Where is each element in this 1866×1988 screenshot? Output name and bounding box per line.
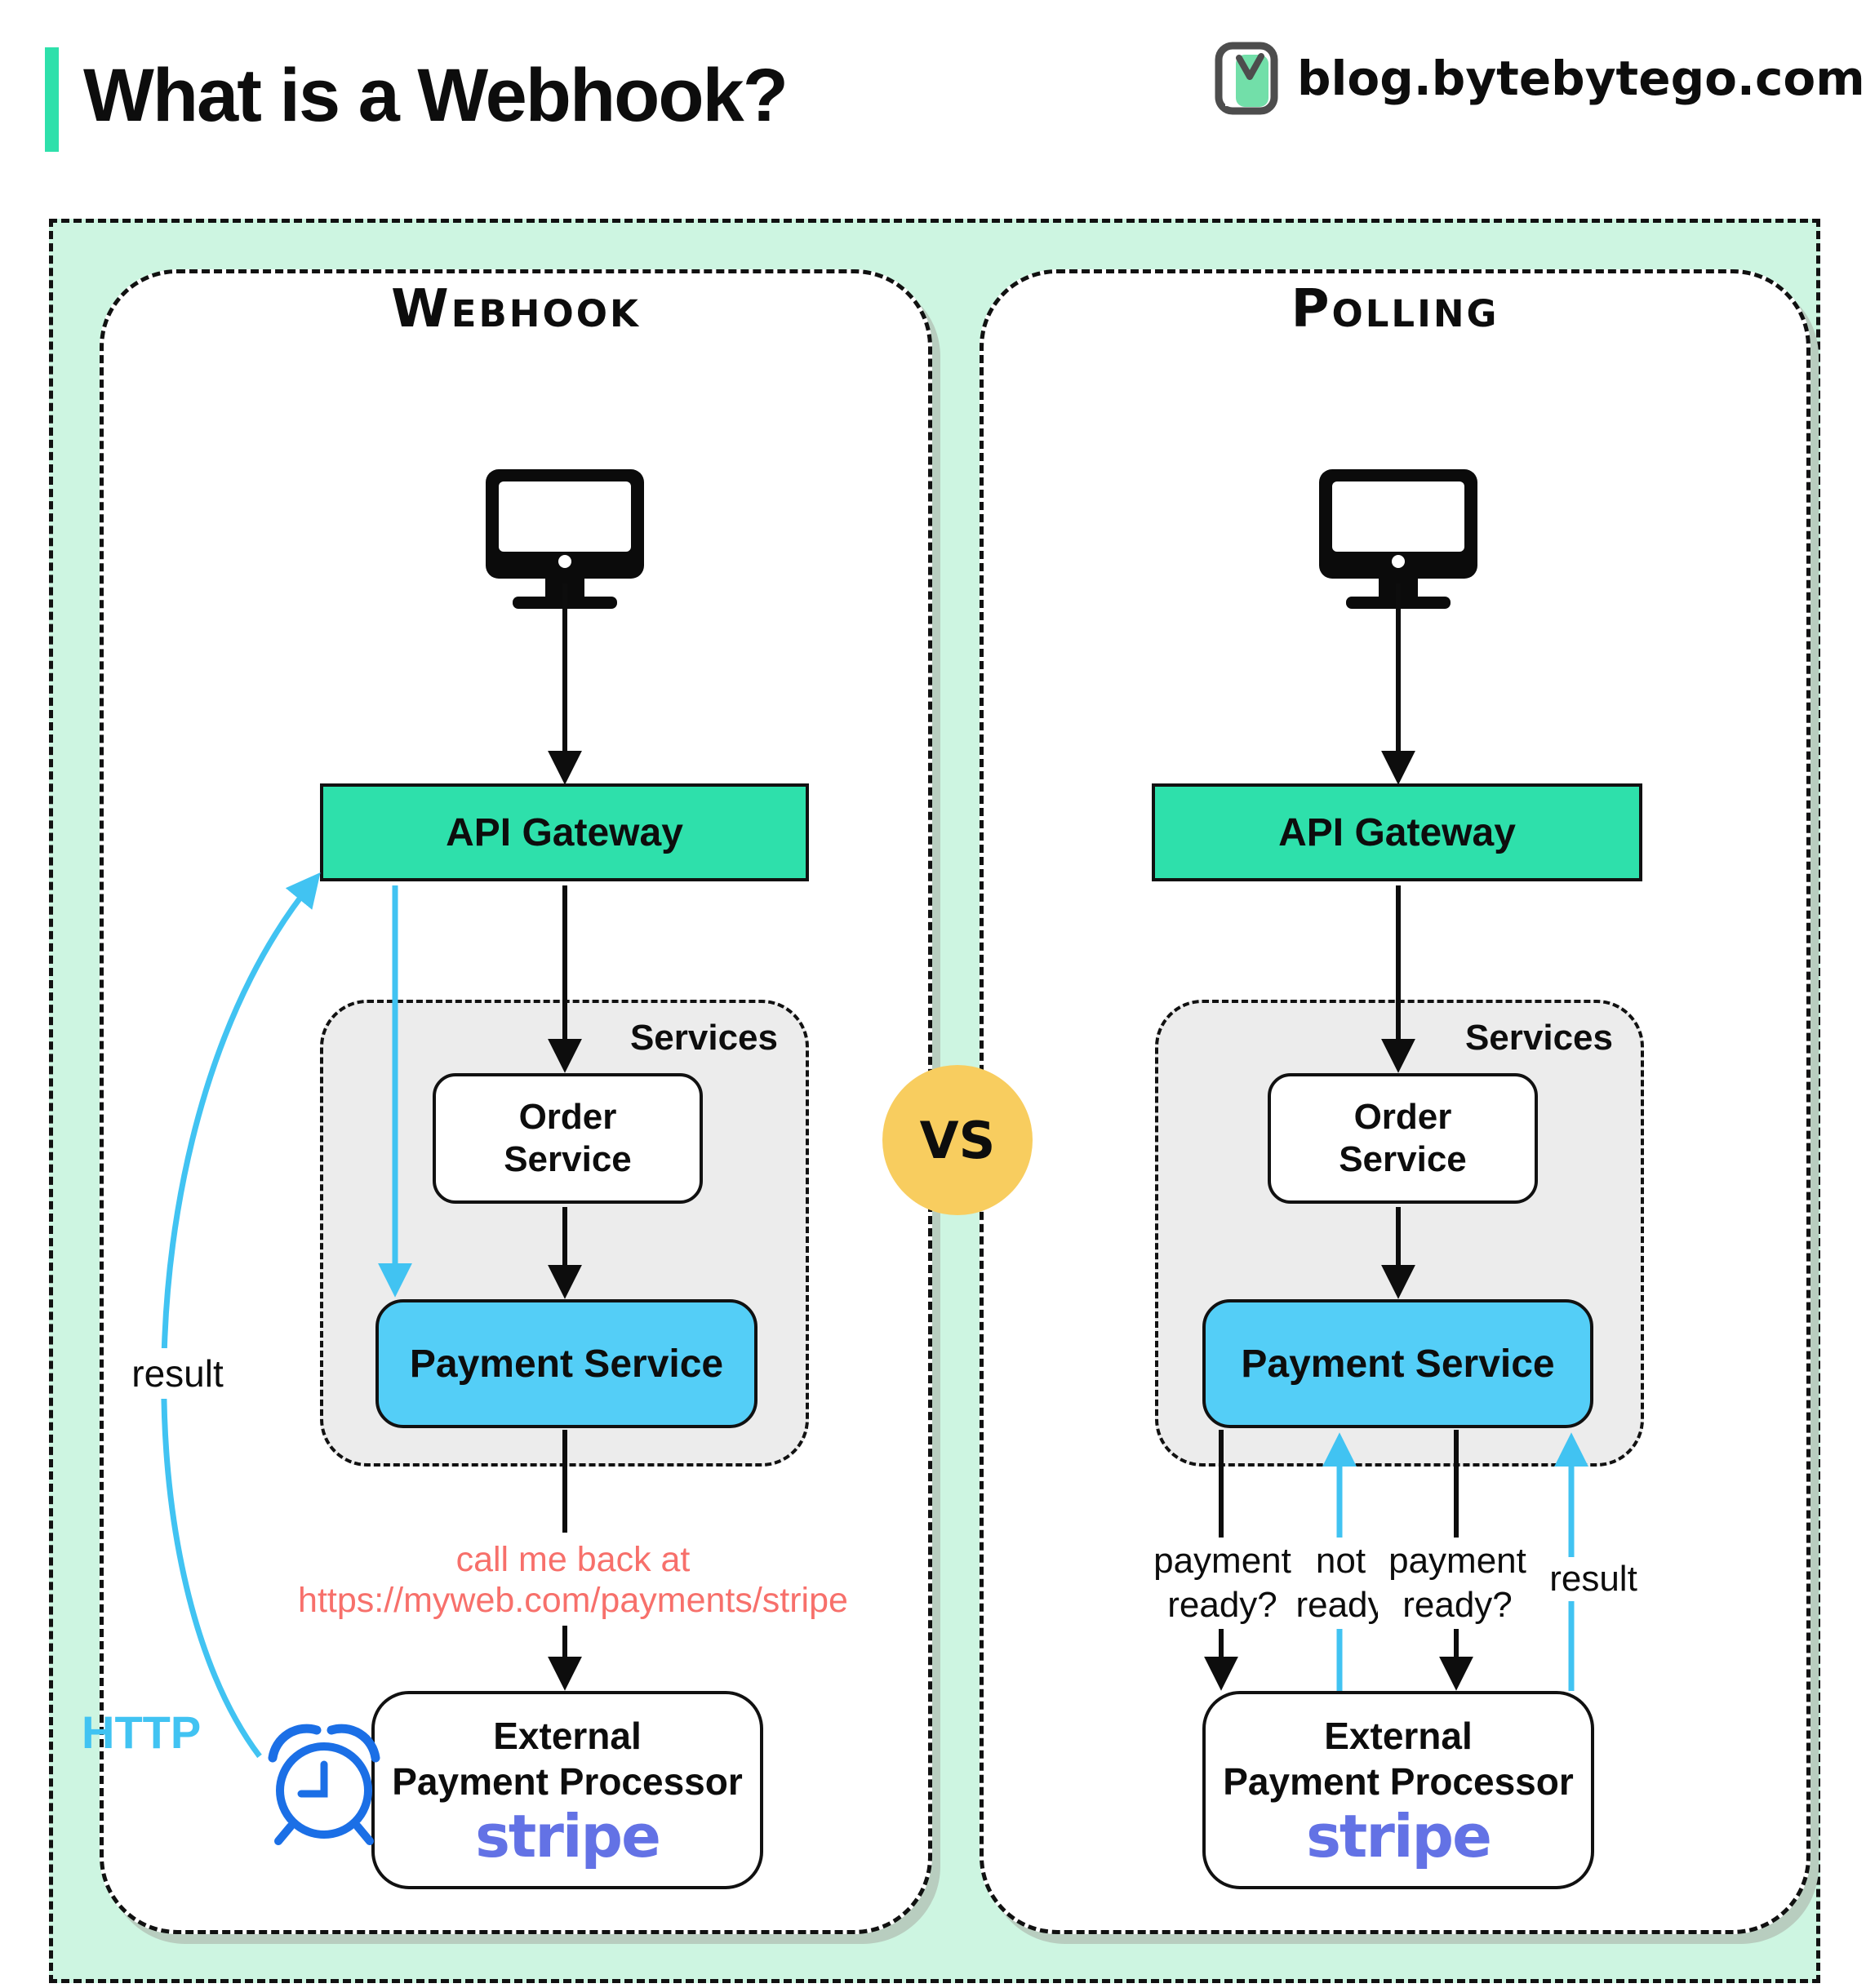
webhook-external-processor-box: External Payment Processor stripe bbox=[371, 1691, 763, 1889]
polling-payment-label: Payment Service bbox=[1241, 1342, 1555, 1386]
polling-query1-label: payment ready? bbox=[1143, 1538, 1302, 1629]
webhook-api-gateway-box: API Gateway bbox=[320, 783, 809, 881]
polling-external-line2: Payment Processor bbox=[1223, 1759, 1574, 1803]
query1-line2: ready? bbox=[1167, 1585, 1277, 1625]
webhook-order-line1: Order bbox=[518, 1097, 617, 1137]
polling-external-processor-box: External Payment Processor stripe bbox=[1202, 1691, 1594, 1889]
webhook-external-line1: External bbox=[493, 1714, 642, 1757]
stripe-logo-text: stripe bbox=[475, 1801, 661, 1870]
vs-badge: VS bbox=[882, 1065, 1033, 1215]
webhook-order-line2: Service bbox=[504, 1139, 632, 1179]
webhook-result-label: result bbox=[121, 1348, 234, 1399]
polling-order-line1: Order bbox=[1353, 1097, 1452, 1137]
query2-line1: payment bbox=[1388, 1541, 1526, 1581]
webhook-order-service-box: Order Service bbox=[433, 1073, 703, 1204]
callback-line1: call me back at bbox=[455, 1540, 691, 1579]
polling-not-ready-label: not ready bbox=[1294, 1538, 1388, 1629]
page-title: What is a Webhook? bbox=[83, 54, 789, 137]
site-url: blog.bytebytego.com bbox=[1297, 51, 1865, 106]
webhook-api-gateway-label: API Gateway bbox=[446, 810, 683, 854]
polling-order-service-box: Order Service bbox=[1268, 1073, 1538, 1204]
polling-panel-title: Polling bbox=[1291, 279, 1499, 339]
webhook-callback-note: call me back at https://myweb.com/paymen… bbox=[281, 1539, 865, 1621]
polling-external-line1: External bbox=[1324, 1714, 1473, 1757]
not-ready-line2: ready bbox=[1295, 1585, 1386, 1625]
title-accent-bar bbox=[45, 47, 59, 152]
polling-services-label: Services bbox=[1464, 1018, 1613, 1058]
query2-line2: ready? bbox=[1402, 1585, 1513, 1625]
polling-order-line2: Service bbox=[1339, 1139, 1467, 1179]
query1-line1: payment bbox=[1153, 1541, 1291, 1581]
polling-payment-service-box: Payment Service bbox=[1202, 1299, 1593, 1428]
not-ready-line1: not bbox=[1315, 1541, 1366, 1581]
webhook-payment-service-box: Payment Service bbox=[375, 1299, 758, 1428]
bytebytego-logo-icon bbox=[1215, 42, 1278, 115]
site-branding: blog.bytebytego.com bbox=[1214, 41, 1865, 116]
polling-query2-label: payment ready? bbox=[1378, 1538, 1537, 1629]
webhook-services-label: Services bbox=[629, 1018, 778, 1058]
webhook-payment-label: Payment Service bbox=[409, 1342, 724, 1386]
polling-result-label: result bbox=[1528, 1557, 1659, 1601]
webhook-http-label: HTTP bbox=[82, 1706, 202, 1758]
webhook-panel-title: Webhook bbox=[391, 279, 641, 339]
webhook-external-line2: Payment Processor bbox=[392, 1759, 743, 1803]
polling-api-gateway-label: API Gateway bbox=[1278, 810, 1516, 854]
stripe-logo-text: stripe bbox=[1306, 1801, 1492, 1870]
callback-url: https://myweb.com/payments/stripe bbox=[298, 1581, 848, 1620]
polling-api-gateway-box: API Gateway bbox=[1152, 783, 1642, 881]
